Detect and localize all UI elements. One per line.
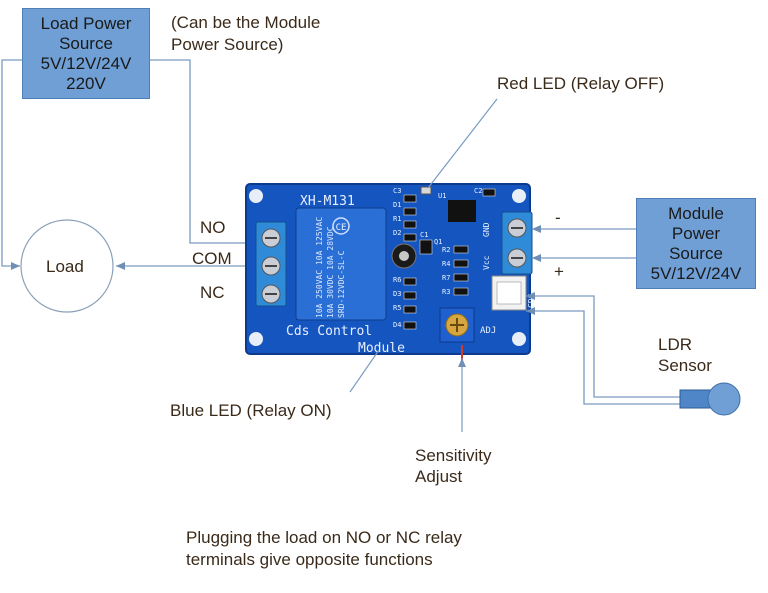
board-adj-text: ADJ bbox=[480, 326, 496, 336]
callout-blue-led bbox=[349, 349, 380, 393]
relay bbox=[295, 207, 387, 321]
mount-hole bbox=[249, 189, 263, 203]
callout-lines bbox=[349, 98, 498, 432]
comp-label: D1 bbox=[393, 201, 401, 209]
mount-hole bbox=[512, 332, 526, 346]
ldr-sensor bbox=[679, 382, 741, 416]
svg-text:CE: CE bbox=[336, 223, 347, 233]
comp-label: R4 bbox=[442, 260, 450, 268]
load-power-source-line3: 5V/12V/24V bbox=[40, 53, 132, 73]
terminal-no-label: NO bbox=[200, 218, 226, 237]
board-cds-text: CDS bbox=[527, 293, 536, 308]
load-wires bbox=[1, 59, 256, 270]
comp-label: D3 bbox=[393, 290, 401, 298]
ldr-label-line2: Sensor bbox=[658, 356, 712, 375]
blue-led-label: Blue LED (Relay ON) bbox=[170, 401, 332, 420]
comp-label: R1 bbox=[393, 215, 401, 223]
smd-components bbox=[403, 188, 496, 330]
comp-label: R2 bbox=[442, 246, 450, 254]
module-power-source-box: Module Power Source 5V/12V/24V bbox=[636, 198, 756, 289]
wire-source-to-load bbox=[1, 59, 22, 270]
ldr-wires bbox=[526, 292, 680, 405]
module-power-source-line1: Module bbox=[668, 203, 724, 223]
callout-red-led bbox=[427, 98, 498, 189]
board-vcc-text: Vcc bbox=[482, 255, 491, 270]
board-title: XH-M131 bbox=[300, 194, 355, 209]
wire-source-to-no bbox=[150, 59, 256, 244]
polarity-plus: + bbox=[554, 262, 564, 281]
footnote-line1: Plugging the load on NO or NC relay bbox=[186, 528, 462, 547]
load-circle bbox=[20, 219, 114, 313]
sensitivity-label-line2: Adjust bbox=[415, 467, 463, 486]
module-power-source-line2: Power bbox=[671, 223, 721, 243]
comp-label: D4 bbox=[393, 321, 401, 329]
board-gnd-text: GND bbox=[482, 222, 491, 237]
red-led bbox=[420, 186, 432, 195]
module-note-line2: Power Source) bbox=[171, 35, 284, 54]
load-power-source-line1: Load Power bbox=[40, 13, 132, 33]
module-power-source-line3: Source bbox=[669, 243, 723, 263]
footnote-line2: terminals give opposite functions bbox=[186, 550, 433, 569]
load-power-source-line2: Source bbox=[59, 33, 113, 53]
relay-line: 10A 250VAC 10A 125VAC bbox=[315, 217, 324, 318]
load-power-source-line4: 220V bbox=[66, 73, 106, 93]
relay-line: SRD-12VDC-SL-C bbox=[337, 250, 346, 318]
terminal-com-label: COM bbox=[192, 249, 232, 268]
terminal-nc-label: NC bbox=[200, 283, 225, 302]
wire-ldr-2 bbox=[526, 307, 680, 405]
comp-label: D2 bbox=[393, 229, 401, 237]
comp-label: R3 bbox=[442, 288, 450, 296]
red-led-label: Red LED (Relay OFF) bbox=[497, 74, 665, 93]
load-power-source-box: Load Power Source 5V/12V/24V 220V bbox=[22, 8, 150, 99]
relay-module-board: CE bbox=[245, 183, 536, 362]
relay-line: 10A 30VDC 10A 28VDC bbox=[326, 226, 335, 318]
comp-label: C3 bbox=[393, 187, 401, 195]
ic-chip bbox=[448, 200, 476, 222]
board-module-text: Module bbox=[358, 341, 405, 356]
ldr-label-line1: LDR bbox=[658, 335, 693, 354]
wire-ldr-1 bbox=[526, 292, 680, 398]
load-label: Load bbox=[46, 257, 84, 276]
module-power-source-line4: 5V/12V/24V bbox=[650, 263, 742, 283]
board-bottom-text: Cds Control bbox=[286, 324, 372, 339]
module-note-line1: (Can be the Module bbox=[171, 13, 321, 32]
comp-label: C1 bbox=[420, 231, 428, 239]
module-power-wires bbox=[532, 225, 636, 262]
comp-label: Q1 bbox=[434, 238, 442, 246]
comp-label: R7 bbox=[442, 274, 450, 282]
comp-label: R5 bbox=[393, 304, 401, 312]
comp-label: C2 bbox=[474, 187, 482, 195]
component-labels: C3 D1 R1 D2 C1 Q1 R6 D3 R5 D4 C2 R2 R4 R… bbox=[393, 187, 482, 329]
mount-hole bbox=[249, 332, 263, 346]
comp-label: R6 bbox=[393, 276, 401, 284]
polarity-minus: - bbox=[555, 208, 561, 227]
sensitivity-label-line1: Sensitivity bbox=[415, 446, 492, 465]
mount-hole bbox=[512, 189, 526, 203]
relay-print: 10A 250VAC 10A 125VAC 10A 30VDC 10A 28VD… bbox=[315, 217, 346, 318]
comp-label: U1 bbox=[438, 192, 446, 200]
